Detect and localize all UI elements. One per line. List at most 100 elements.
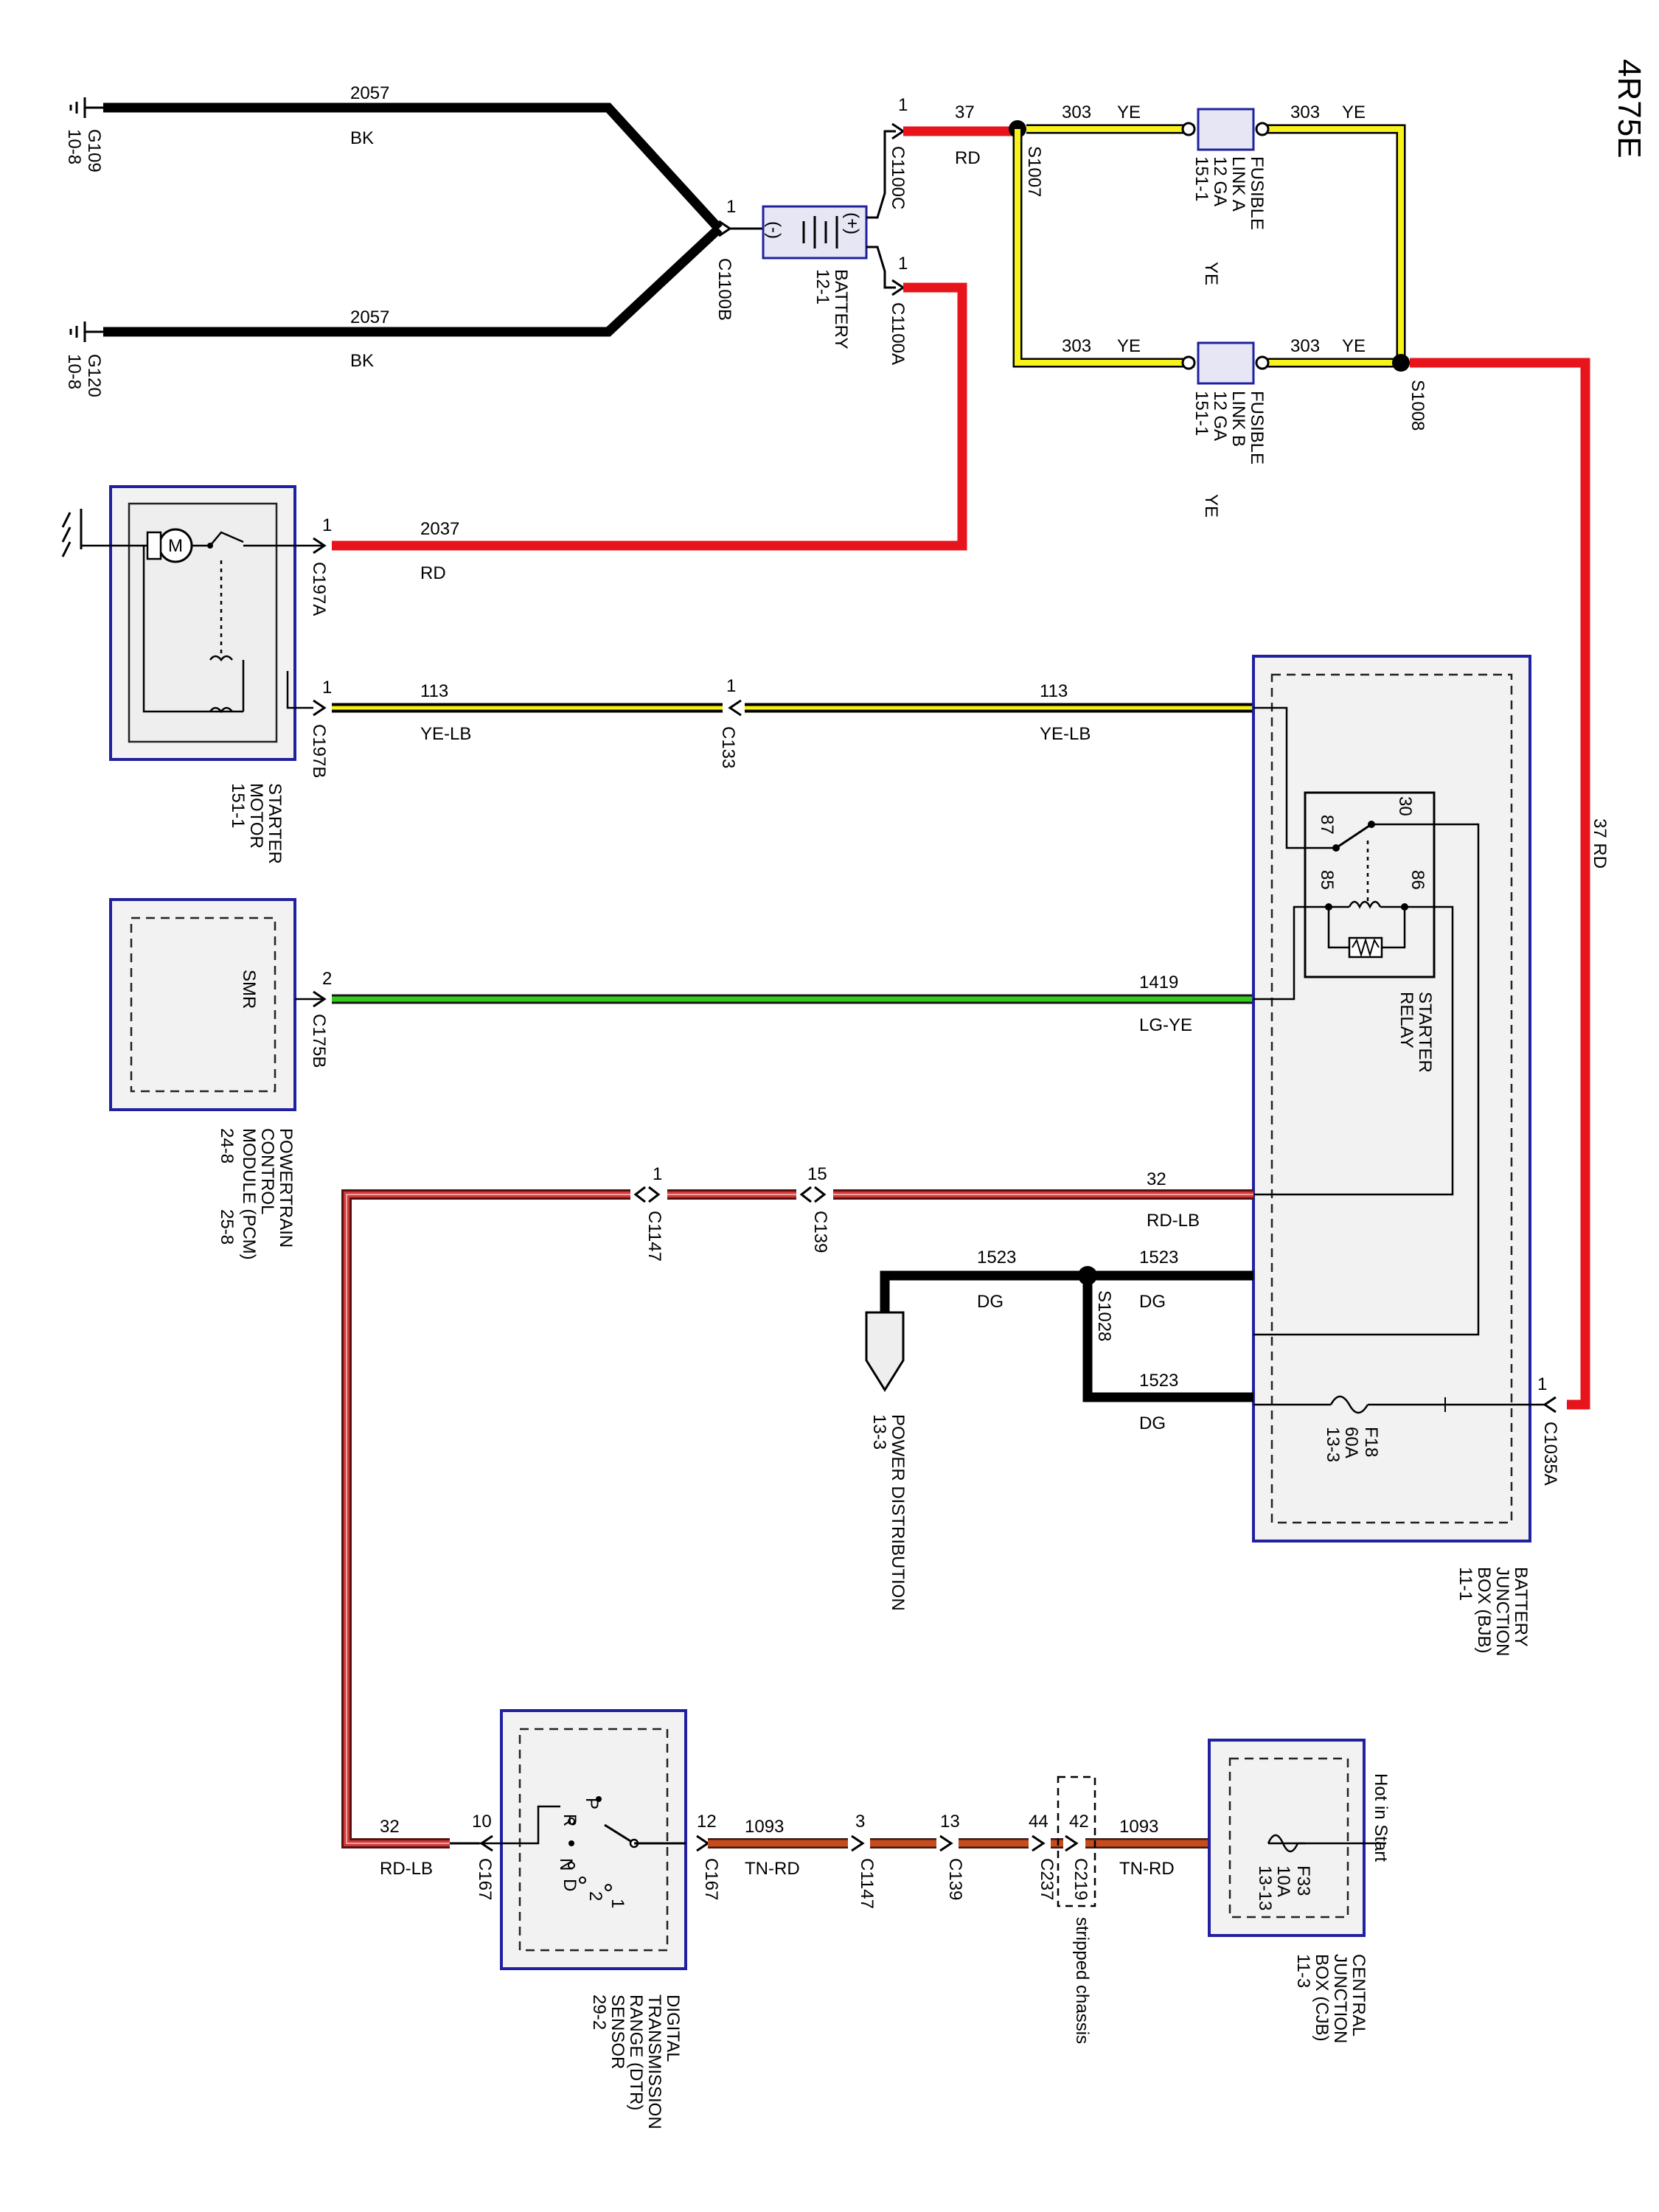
bjb-line1: BATTERY <box>1511 1567 1531 1646</box>
c167-right-pin: 12 <box>697 1812 717 1832</box>
wire-32-top-circuit: 32 <box>1147 1169 1166 1189</box>
starter-relay-line2: RELAY <box>1397 992 1416 1048</box>
pcm-line3: MODULE (PCM) <box>239 1128 259 1260</box>
central-junction-box: F33 10A 13-13 Hot in Start CENTRAL JUNCT… <box>1208 1739 1391 2043</box>
wire-2057-lower-circuit: 2057 <box>350 307 389 327</box>
connector-c175b: 2 C175B <box>295 969 332 1068</box>
wire-113-right-color: YE-LB <box>1040 724 1091 744</box>
wire-303-b-out-circuit: 303 <box>1290 336 1320 356</box>
connector-c197a: 1 C197A <box>288 515 332 616</box>
c237-pin: 44 <box>1029 1812 1048 1832</box>
c1035a-pin: 1 <box>1537 1374 1547 1394</box>
starter-motor-line2: MOTOR <box>246 783 266 849</box>
wire-32-top-color: RD-LB <box>1147 1211 1200 1231</box>
wire-1093-right-color: TN-RD <box>1119 1859 1175 1879</box>
wire-2057-upper-circuit: 2057 <box>350 83 389 103</box>
cjb-line1: CENTRAL <box>1349 1954 1368 2037</box>
fusible-a-name2: LINK A <box>1228 156 1248 212</box>
starter-relay: 30 87 85 86 STARTER RELAY <box>1253 706 1480 1336</box>
dtr-d: D <box>560 1879 580 1891</box>
wire-303-a-out-color: YE <box>1342 102 1366 122</box>
c139-top-id: C139 <box>810 1211 830 1253</box>
fuse-f18-rating: 60A <box>1341 1427 1361 1458</box>
stripped-chassis-note: stripped chassis <box>1072 1917 1092 2044</box>
c167-left-id: C167 <box>475 1858 495 1900</box>
pcm-ref1: 24-8 <box>217 1128 237 1164</box>
wire-303-b-out-color: YE <box>1342 336 1366 356</box>
powertrain-control-module: SMR POWERTRAIN CONTROL MODULE (PCM) 24-8… <box>109 898 296 1260</box>
connector-c167-left: 10 C167 <box>472 1812 495 1900</box>
cjb-hot-label: Hot in Start <box>1371 1773 1391 1862</box>
page-title: 4R75E <box>1611 59 1647 159</box>
fusible-link-b: FUSIBLE LINK B 12 GA 151-1 YE <box>1181 341 1270 518</box>
ground-g120-id: G120 <box>84 354 104 397</box>
connector-c167-right: 12 C167 <box>696 1812 721 1900</box>
connector-c1147-bottom: 3 C1147 <box>848 1812 877 1909</box>
c197a-id: C197A <box>309 562 329 616</box>
battery: (-) (+) BATTERY 12-1 <box>762 130 896 349</box>
chassis-ground-icon <box>61 509 144 557</box>
starter-motor: M STARTER MOTOR 151-1 <box>109 485 313 864</box>
c1100b-pin: 1 <box>726 197 736 217</box>
dtr-p: P <box>582 1798 602 1809</box>
fusible-link-a: FUSIBLE LINK A 12 GA 151-1 YE <box>1181 108 1270 285</box>
fuse-f33-name: F33 <box>1293 1865 1313 1896</box>
splice-s1008 <box>1392 354 1410 372</box>
dtr-one: 1 <box>608 1899 627 1908</box>
c175b-pin: 2 <box>322 969 332 989</box>
splice-s1028-label: S1028 <box>1094 1290 1114 1341</box>
dtr-line2: TRANSMISSION <box>644 1994 664 2129</box>
dtr-r: R <box>560 1814 580 1826</box>
relay-pin-87: 87 <box>1317 815 1337 835</box>
ground-g120-ref: 10-8 <box>64 354 84 389</box>
motor-m-glyph: M <box>168 536 183 556</box>
wire-1093-right-circuit: 1093 <box>1119 1817 1158 1837</box>
wire-303-right-top <box>1262 124 1406 363</box>
connector-c197b: 1 C197B <box>309 678 332 778</box>
pcm-inner-label: SMR <box>239 970 259 1009</box>
dtr-line4: SENSOR <box>608 1994 627 2069</box>
c1100c-pin: 1 <box>898 95 908 115</box>
wire-37-color: RD <box>955 148 981 168</box>
splice-s1008-label: S1008 <box>1408 380 1427 431</box>
dtr-n: N <box>556 1858 576 1871</box>
connector-c139-top: 15 C139 <box>796 1164 833 1253</box>
fusible-a-gauge: 12 GA <box>1210 156 1230 206</box>
fuse-f33-rating: 10A <box>1273 1865 1293 1897</box>
dtr-sensor: P R N D 2 1 DIGITAL TRANSMISSION RANGE (… <box>450 1709 687 2129</box>
wire-113-right-circuit: 113 <box>1040 681 1068 701</box>
wire-1419-circuit: 1419 <box>1139 973 1178 992</box>
fusible-a-color: YE <box>1201 262 1221 285</box>
wire-2037-color: RD <box>420 563 446 583</box>
wire-37-main <box>1410 358 1590 1410</box>
wire-303-b-in-circuit: 303 <box>1062 336 1091 356</box>
ground-g120: G120 10-8 <box>64 321 104 397</box>
power-distribution: POWER DISTRIBUTION 13-3 <box>865 1311 908 1611</box>
bjb-ref: 11-1 <box>1455 1567 1475 1601</box>
fusible-a-name1: FUSIBLE <box>1247 156 1267 230</box>
connector-c1100a: 1 C1100A <box>888 254 908 365</box>
connector-c219: 42 C219 stripped chassis <box>1057 1775 1096 2044</box>
c1100a-id: C1100A <box>888 302 908 365</box>
c197a-pin: 1 <box>322 515 332 535</box>
connector-c237: 44 C237 <box>1029 1812 1057 1900</box>
fusible-b-gauge: 12 GA <box>1210 391 1230 441</box>
fuse-f18: F18 60A 13-3 <box>1253 1395 1545 1462</box>
cjb-line3: BOX (CJB) <box>1312 1954 1332 2042</box>
c1100b-id: C1100B <box>714 258 734 321</box>
splice-s1028 <box>1078 1266 1097 1285</box>
connector-c1100b: 1 C1100B <box>714 197 763 321</box>
wire-113-left-color: YE-LB <box>420 724 471 744</box>
wire-2057-lower-color: BK <box>350 351 374 371</box>
c219-id: C219 <box>1071 1858 1091 1900</box>
connector-c139-bottom: 13 C139 <box>936 1812 965 1900</box>
wire-32-bottom-color: RD-LB <box>380 1859 433 1879</box>
battery-ref: 12-1 <box>813 269 832 305</box>
c139-top-pin: 15 <box>807 1164 827 1184</box>
fusible-b-name2: LINK B <box>1228 391 1248 447</box>
c197b-id: C197B <box>309 724 329 778</box>
wire-303-a-in-color: YE <box>1117 102 1141 122</box>
c1035a-id: C1035A <box>1540 1422 1560 1486</box>
wire-1523-a-color: DG <box>977 1292 1004 1312</box>
